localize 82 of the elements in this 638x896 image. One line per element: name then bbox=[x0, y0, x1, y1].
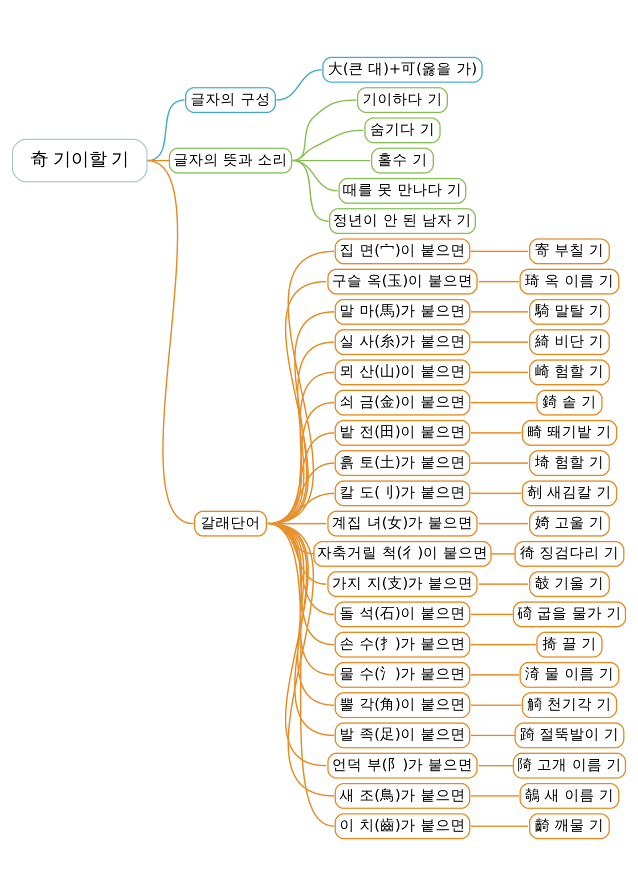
connector bbox=[470, 614, 514, 616]
connector bbox=[267, 462, 334, 524]
node-box: 剞 새김칼 기 bbox=[522, 480, 618, 506]
node-box: 언덕 부(阝)가 붙으면 bbox=[327, 752, 478, 779]
node-box: 碕 굽을 물가 기 bbox=[512, 601, 626, 628]
node-box: 구슬 옥(玉)이 붙으면 bbox=[327, 268, 478, 295]
node-box: 琦 옥 이름 기 bbox=[519, 268, 620, 295]
connector bbox=[470, 644, 536, 646]
connector bbox=[470, 462, 528, 464]
connector bbox=[291, 160, 329, 222]
node-box: 가지 지(支)가 붙으면 bbox=[327, 571, 478, 598]
node-box: 물 수(氵)가 붙으면 bbox=[334, 662, 470, 688]
connector bbox=[470, 492, 522, 494]
node-box: 자축거릴 척(彳)이 붙으면 bbox=[313, 540, 492, 567]
node-box: 갈래단어 bbox=[194, 510, 267, 537]
node-box: 畸 뙈기밭 기 bbox=[522, 420, 618, 446]
connector bbox=[292, 130, 364, 162]
node-box: 때를 못 만나다 기 bbox=[338, 178, 466, 204]
node-box: 攲 기울 기 bbox=[529, 571, 610, 598]
connector bbox=[470, 674, 520, 676]
node-box: 홀수 기 bbox=[371, 148, 434, 174]
connector bbox=[267, 372, 334, 524]
connector bbox=[470, 311, 528, 313]
node-box: 밭 전(田)이 붙으면 bbox=[334, 420, 470, 446]
node-box: 뿔 각(角)이 붙으면 bbox=[334, 692, 470, 718]
connector bbox=[470, 341, 528, 343]
node-box: 정년이 안 된 남자 기 bbox=[328, 208, 476, 234]
node-box: 글자의 구성 bbox=[184, 87, 276, 114]
node-box: 이 치(齒)가 붙으면 bbox=[334, 813, 470, 840]
node-box: 기이하다 기 bbox=[356, 87, 448, 114]
node-box: 崎 험할 기 bbox=[529, 359, 610, 386]
node-box: 錡 솥 기 bbox=[536, 390, 603, 416]
connector bbox=[478, 522, 528, 524]
node-box: 掎 끌 기 bbox=[536, 632, 603, 658]
connector bbox=[267, 402, 334, 524]
node-box: 婍 고울 기 bbox=[529, 510, 610, 537]
node-box: 寄 부칠 기 bbox=[529, 238, 610, 264]
node-box: 騎 말탈 기 bbox=[529, 298, 610, 325]
node-box: 뫼 산(山)이 붙으면 bbox=[334, 359, 470, 386]
connector bbox=[470, 372, 528, 374]
connector bbox=[470, 250, 528, 252]
connector bbox=[276, 69, 322, 101]
node-box: 돌 석(石)이 붙으면 bbox=[334, 601, 470, 628]
node-box: 鵸 새 이름 기 bbox=[519, 782, 620, 809]
node-box: 大(큰 대)+可(옳을 가) bbox=[322, 56, 483, 83]
connector bbox=[267, 492, 334, 524]
connector bbox=[478, 280, 520, 282]
node-box: 발 족(足)이 붙으면 bbox=[334, 722, 470, 748]
node-box: 埼 험할 기 bbox=[529, 450, 610, 476]
node-box: 徛 징검다리 기 bbox=[514, 540, 624, 567]
connector bbox=[146, 99, 185, 162]
node-box: 흙 토(土)가 붙으면 bbox=[334, 450, 470, 476]
node-box: 渏 물 이름 기 bbox=[519, 662, 620, 688]
node-box: 글자의 뜻과 소리 bbox=[168, 148, 292, 174]
node-box: 쇠 금(金)이 붙으면 bbox=[334, 390, 470, 416]
connector bbox=[470, 734, 515, 736]
node-box: 계집 녀(女)가 붙으면 bbox=[327, 510, 478, 537]
node-box: 綺 비단 기 bbox=[529, 329, 610, 356]
connector bbox=[470, 402, 536, 404]
connector bbox=[470, 825, 528, 827]
node-box: 집 면(宀)이 붙으면 bbox=[334, 238, 470, 264]
connector bbox=[470, 704, 522, 706]
node-box: 실 사(糸)가 붙으면 bbox=[334, 329, 470, 356]
node-box: 숨기다 기 bbox=[364, 117, 441, 144]
connector bbox=[146, 160, 194, 524]
node-box: 손 수(扌)가 붙으면 bbox=[334, 632, 470, 658]
node-box: 말 마(馬)가 붙으면 bbox=[334, 298, 470, 325]
node-box: 칼 도(刂)가 붙으면 bbox=[334, 480, 470, 506]
node-box: 觭 천기각 기 bbox=[522, 692, 618, 718]
node-box: 齮 깨물 기 bbox=[529, 813, 610, 840]
node-box: 새 조(鳥)가 붙으면 bbox=[334, 782, 470, 809]
connector bbox=[491, 553, 515, 555]
connector bbox=[478, 583, 528, 585]
connector bbox=[267, 432, 334, 524]
connector bbox=[470, 432, 522, 434]
node-box: 陭 고개 이름 기 bbox=[512, 752, 626, 779]
node-box: 奇 기이할 기 bbox=[12, 138, 148, 182]
connector bbox=[470, 795, 520, 797]
connector bbox=[291, 99, 357, 162]
connector bbox=[267, 250, 334, 524]
connector bbox=[478, 764, 514, 766]
node-box: 踦 절뚝발이 기 bbox=[514, 722, 624, 748]
